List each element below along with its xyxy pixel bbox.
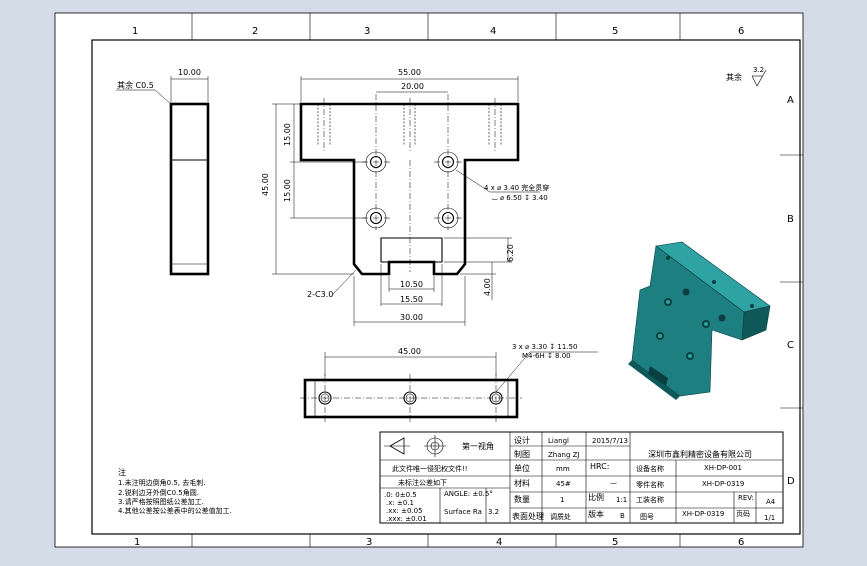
hrc-label: HRC: — [590, 462, 609, 471]
zone-col-6-bottom: 6 — [738, 537, 744, 548]
projection-symbol — [384, 435, 446, 457]
notice-line-1: 此文件唯一侵犯权文件!! — [392, 464, 468, 473]
isometric-3d-model — [628, 241, 771, 400]
zone-col-5-bottom: 5 — [612, 537, 618, 548]
design-label: 设计 — [514, 435, 530, 445]
front-chamfer-note: 2-C3.0 — [307, 290, 333, 299]
notes-line-2: 2.锐利边牙外倒C0.5角圆. — [118, 488, 199, 497]
front-slot-depth: 6.20 — [506, 244, 515, 262]
equip-value: XH-DP-001 — [704, 464, 742, 472]
side-chamfer-note: 其余 C0.5 — [117, 80, 154, 90]
version-label: 版本 — [588, 509, 604, 519]
drawn-name: Zhang ZJ — [548, 451, 580, 459]
front-total-height: 45.00 — [261, 173, 270, 196]
tolerance-line-1: .0: 0±0.5 — [384, 491, 417, 499]
zone-row-c: C — [787, 340, 794, 351]
side-width-dim: 10.00 — [178, 68, 201, 77]
front-hole-spacing: 20.00 — [401, 82, 424, 91]
projection-label: 第一视角 — [462, 441, 494, 451]
zone-row-d: D — [787, 476, 795, 487]
surface-finish-label: 其余 — [726, 72, 742, 82]
tolerance-line-3: .xx: ±0.05 — [386, 507, 423, 515]
unit-value: mm — [556, 465, 570, 473]
hrc-value: — — [610, 479, 617, 487]
bottom-length-dim: 45.00 — [398, 347, 421, 356]
surface-finish-value: 3.2 — [753, 66, 764, 74]
zone-col-1-bottom: 1 — [134, 537, 140, 548]
treatment-label: 表面处理 — [512, 511, 544, 521]
equip-label: 设备名称 — [636, 464, 664, 473]
company-name: 深圳市鑫利精密设备有限公司 — [648, 449, 752, 459]
tolerance-line-4: .xxx: ±0.01 — [386, 515, 427, 523]
front-hole-note-1: 4 x ⌀ 3.40 完全贯穿 — [484, 183, 549, 192]
front-slot-inner: 10.50 — [400, 280, 423, 289]
notes-line-3: 3.请严格按照图纸公差加工. — [118, 497, 204, 506]
quantity-label: 数量 — [514, 494, 530, 504]
zone-col-1: 1 — [132, 26, 138, 37]
zone-labels: 1 2 3 4 5 6 1 3 4 5 6 A B C D — [132, 26, 795, 548]
drawing-number-value: XH-DP-0319 — [682, 510, 724, 518]
front-overall-width: 55.00 — [398, 68, 421, 77]
side-view: 10.00 其余 C0.5 — [116, 68, 210, 276]
design-date: 2015/7/13 — [592, 437, 628, 445]
front-slot-mid: 15.50 — [400, 295, 423, 304]
front-height-15b: 15.00 — [283, 179, 292, 202]
zone-col-3-bottom: 3 — [366, 537, 372, 548]
tolerance-line-2: .x: ±0.1 — [386, 499, 414, 507]
notice-line-2: 未标注公差如下 — [398, 478, 447, 487]
treatment-value: 调质处 — [550, 512, 571, 521]
bottom-hole-note-2: M4-6H ↧ 8.00 — [522, 352, 571, 360]
drawing-number-label: 图号 — [640, 513, 654, 521]
bottom-hole-note-1: 3 x ⌀ 3.30 ↧ 11.50 — [512, 343, 577, 351]
revision-label: REV: — [738, 494, 754, 502]
zone-col-6: 6 — [738, 26, 744, 37]
drawing-border — [91, 39, 801, 535]
scale-label: 比例 — [588, 492, 604, 502]
front-slot-outer: 30.00 — [400, 313, 423, 322]
zone-col-4-bottom: 4 — [496, 537, 502, 548]
angle-tolerance: ANGLE: ±0.5° — [444, 490, 493, 498]
front-hole-note-2: ⌴ ⌀ 6.50 ↧ 3.40 — [492, 194, 548, 202]
design-name: Liangl — [548, 437, 569, 445]
notes-line-4: 4.其他公差按公差表中的公差值加工. — [118, 506, 232, 515]
surface-finish-mark: 其余 3.2 — [726, 66, 767, 87]
notes-line-1: 1.未注明边倒角0.5, 去毛刺. — [118, 478, 206, 487]
zone-ticks — [191, 13, 803, 547]
zone-col-2: 2 — [252, 26, 258, 37]
front-slot-height: 4.00 — [483, 278, 492, 296]
zone-row-a: A — [787, 95, 794, 106]
revision-value: A4 — [766, 498, 776, 506]
notes-heading: 注 — [118, 467, 126, 477]
unit-label: 单位 — [514, 463, 530, 473]
technical-notes: 注 1.未注明边倒角0.5, 去毛刺. 2.锐利边牙外倒C0.5角圆. 3.请严… — [118, 467, 232, 515]
fixture-name-label: 工装名称 — [636, 495, 664, 504]
page-label: 页码 — [736, 510, 750, 518]
surface-roughness-label: Surface Ra — [444, 508, 482, 516]
quantity-value: 1 — [560, 496, 564, 504]
material-value: 45# — [556, 480, 571, 488]
part-label: 零件名称 — [636, 480, 664, 489]
front-height-15a: 15.00 — [283, 123, 292, 146]
page-value: 1/1 — [764, 514, 775, 522]
bottom-view: 45.00 3 x ⌀ 3.30 ↧ 11.50 M4-6H ↧ 8.00 — [300, 343, 598, 422]
zone-row-b: B — [787, 214, 794, 225]
surface-roughness-value: 3.2 — [488, 508, 499, 516]
part-value: XH-DP-0319 — [702, 480, 744, 488]
version-value: B — [620, 512, 625, 520]
scale-value: 1:1 — [616, 496, 627, 504]
zone-col-4: 4 — [490, 26, 496, 37]
front-holes — [365, 151, 459, 229]
material-label: 材料 — [514, 478, 530, 488]
drawn-label: 制图 — [514, 449, 530, 459]
front-view: 55.00 20.00 45.00 15.00 15.00 6.20 4.00 … — [261, 68, 549, 326]
zone-col-3: 3 — [364, 26, 370, 37]
title-block: 第一视角 设计 Liangl 2015/7/13 制图 Zhang ZJ 深圳市… — [379, 431, 784, 524]
zone-col-5: 5 — [612, 26, 618, 37]
